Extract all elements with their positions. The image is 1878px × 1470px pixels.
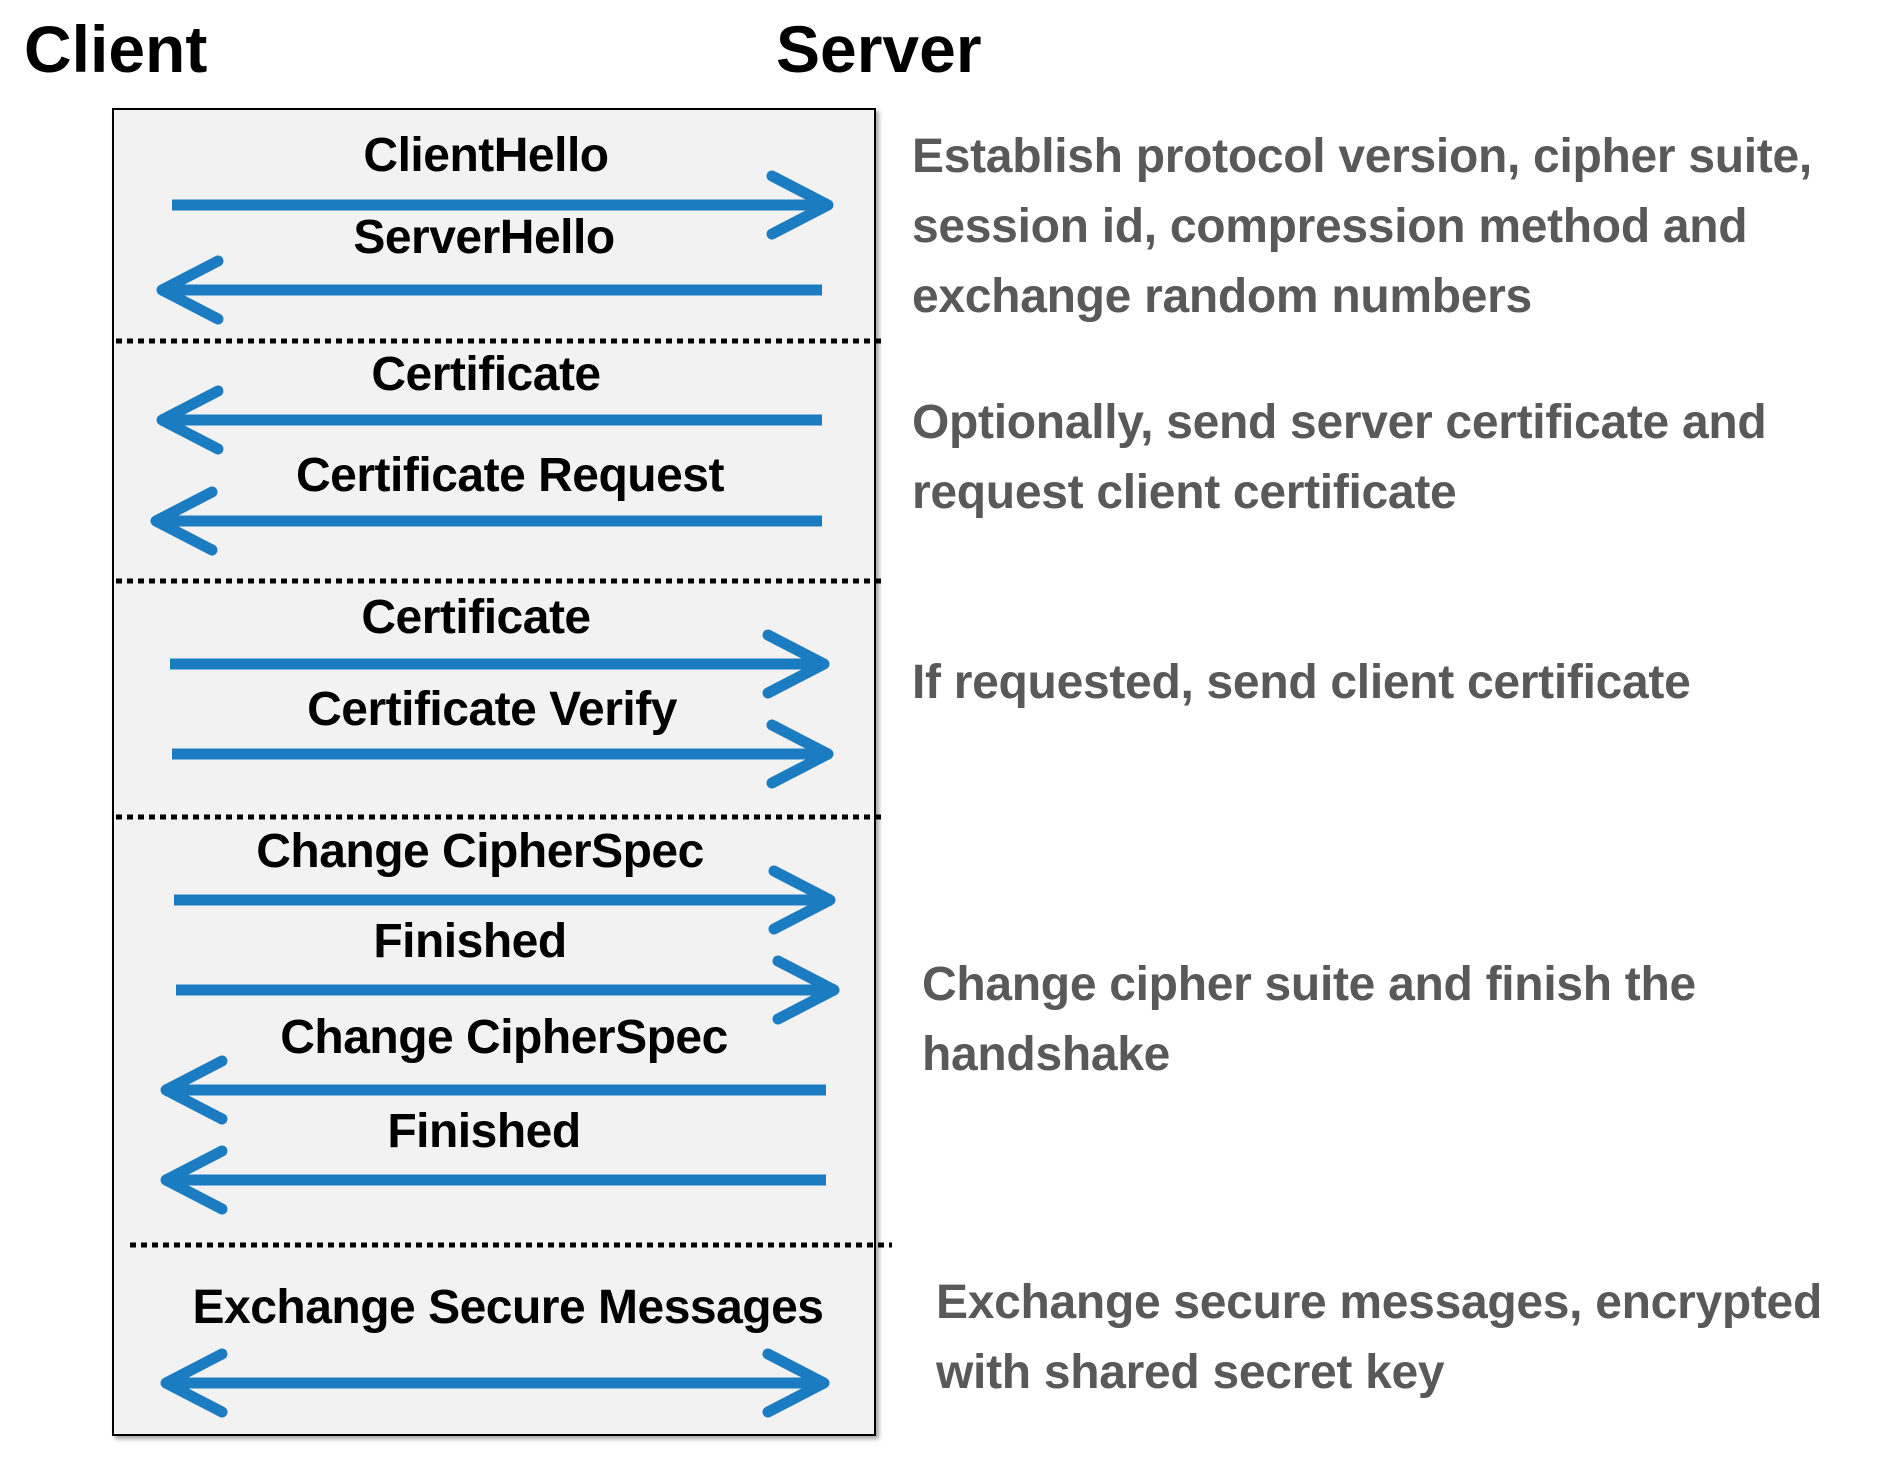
message-label-change-cipherspec-server: Change CipherSpec (280, 1011, 728, 1064)
message-label-certificate-server: Certificate (371, 348, 601, 401)
arrowhead-right-icon (762, 629, 830, 699)
arrowhead-left-icon (156, 385, 224, 455)
arrowhead-right-icon (768, 865, 836, 935)
arrowhead-right-icon (772, 955, 840, 1025)
message-label-certificate-client: Certificate (361, 591, 591, 644)
arrowhead-right-icon (762, 1348, 830, 1418)
phase-description-line: with shared secret key (936, 1346, 1445, 1399)
arrowhead-right-icon (766, 170, 834, 240)
arrowhead-left-icon (150, 486, 218, 556)
phase-description-line: handshake (922, 1028, 1171, 1081)
phase-description-line: Change cipher suite and finish the (922, 958, 1696, 1011)
phase-description-line: exchange random numbers (912, 270, 1532, 323)
message-label-finished-client: Finished (373, 915, 567, 968)
phase-description-line: Establish protocol version, cipher suite… (912, 130, 1812, 183)
handshake-box (112, 108, 876, 1436)
phase-description-hello: Establish protocol version, cipher suite… (912, 122, 1872, 332)
message-label-exchange-secure-messages: Exchange Secure Messages (192, 1281, 824, 1334)
arrowhead-left-icon (160, 1348, 228, 1418)
phase-description-line: Optionally, send server certificate and (912, 396, 1767, 449)
message-label-certificate-verify: Certificate Verify (307, 683, 677, 736)
phase-description-finish: Change cipher suite and finish the hands… (922, 950, 1878, 1090)
phase-description-client-certificate: If requested, send client certificate (912, 648, 1872, 718)
message-label-clienthello: ClientHello (363, 129, 609, 182)
phase-description-line: Exchange secure messages, encrypted (936, 1276, 1822, 1329)
phase-description-server-certificate: Optionally, send server certificate and … (912, 388, 1872, 528)
client-header: Client (24, 12, 208, 86)
server-header: Server (776, 12, 982, 86)
message-label-finished-server: Finished (387, 1105, 581, 1158)
message-label-serverhello: ServerHello (353, 211, 615, 264)
phase-description-line: session id, compression method and (912, 200, 1748, 253)
phase-description-line: request client certificate (912, 466, 1457, 519)
arrowhead-left-icon (156, 255, 224, 325)
message-label-change-cipherspec-client: Change CipherSpec (256, 825, 704, 878)
arrowhead-left-icon (160, 1145, 228, 1215)
arrowhead-left-icon (160, 1055, 228, 1125)
message-label-certificate-request: Certificate Request (296, 449, 724, 502)
arrowhead-right-icon (766, 719, 834, 789)
phase-description-secure-messages: Exchange secure messages, encrypted with… (936, 1268, 1878, 1408)
phase-description-line: If requested, send client certificate (912, 656, 1691, 709)
